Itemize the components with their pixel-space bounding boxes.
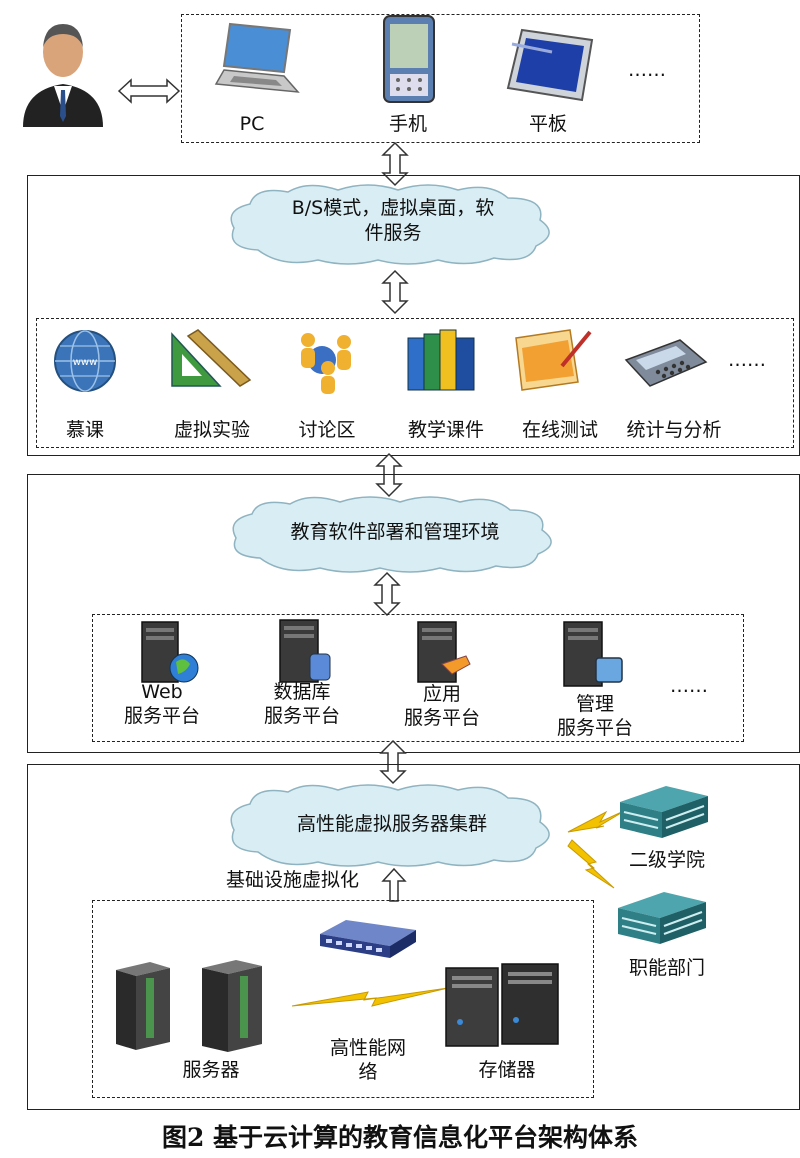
app-label-courseware: 教学课件 — [407, 419, 484, 441]
statistics-calculator-icon — [624, 339, 708, 387]
app-label-virtual-lab: 虚拟实验 — [173, 419, 250, 441]
discussion-people-icon — [301, 333, 351, 394]
dept-label-college: 二级学院 — [628, 849, 705, 871]
platform-label-management: 管理服务平台 — [556, 693, 633, 739]
hardware-label-storage: 存储器 — [478, 1059, 536, 1081]
double-arrow-vertical-icon — [375, 452, 403, 498]
app-label-mooc: 慕课 — [65, 419, 104, 441]
platforms-more: …… — [670, 675, 708, 697]
hardware-label-servers: 服务器 — [182, 1059, 240, 1081]
cloud-shape — [230, 184, 550, 265]
cloud-text-deployment: 教育软件部署和管理环境 — [290, 521, 500, 543]
tablet-icon — [506, 28, 594, 102]
mooc-globe-icon: www — [54, 330, 116, 392]
database-server-icon — [279, 619, 331, 683]
apps-panel — [36, 318, 794, 448]
app-label-discussion: 讨论区 — [298, 419, 356, 441]
device-label-tablet: 平板 — [528, 113, 567, 135]
device-label-phone: 手机 — [388, 113, 427, 135]
courseware-books-icon — [407, 329, 475, 391]
hardware-label-network: 高性能网络 — [329, 1037, 406, 1083]
cloud-text-bs-mode: B/S模式，虚拟桌面，软 件服务 — [291, 197, 495, 244]
phone-icon — [383, 15, 435, 103]
cloud-text-server-cluster: 高性能虚拟服务器集群 — [296, 813, 487, 835]
double-arrow-vertical-icon — [381, 269, 409, 315]
network-lightning-icon — [291, 987, 449, 1007]
apps-more: …… — [728, 349, 766, 371]
device-label-pc: PC — [239, 113, 265, 135]
cloud-shape — [230, 784, 550, 867]
rack-server-icon — [202, 960, 262, 1052]
laptop-icon — [214, 22, 300, 93]
application-server-icon — [417, 621, 471, 683]
double-arrow-vertical-icon — [379, 739, 407, 785]
double-arrow-vertical-icon — [381, 141, 409, 187]
app-label-online-test: 在线测试 — [521, 419, 598, 441]
platform-label-application: 应用服务平台 — [403, 683, 480, 729]
app-label-statistics: 统计与分析 — [626, 419, 722, 441]
management-server-icon — [563, 621, 623, 687]
online-test-icon — [515, 329, 592, 391]
college-building-icon — [620, 786, 708, 838]
devices-more: …… — [628, 59, 666, 81]
figure-caption: 图2 基于云计算的教育信息化平台架构体系 — [161, 1123, 639, 1152]
web-server-icon — [141, 621, 199, 683]
user-avatar-icon — [23, 24, 103, 127]
double-arrow-vertical-icon — [373, 571, 401, 617]
devices-panel — [181, 14, 700, 143]
platforms-panel — [92, 614, 744, 742]
double-arrow-horizontal-icon — [117, 78, 181, 104]
storage-server-icon — [445, 963, 559, 1047]
rack-server-icon — [116, 962, 170, 1050]
dept-label-functional: 职能部门 — [628, 957, 705, 979]
network-switch-icon — [320, 920, 416, 958]
cloud-shape — [232, 496, 552, 573]
infra-virtualization-label: 基础设施虚拟化 — [226, 869, 360, 891]
hardware-panel — [92, 900, 594, 1098]
department-building-icon — [618, 892, 706, 944]
platform-label-database: 数据库服务平台 — [263, 681, 340, 727]
up-arrow-icon — [381, 867, 407, 902]
svg-text:www: www — [73, 357, 98, 368]
ruler-triangle-icon — [171, 329, 252, 387]
